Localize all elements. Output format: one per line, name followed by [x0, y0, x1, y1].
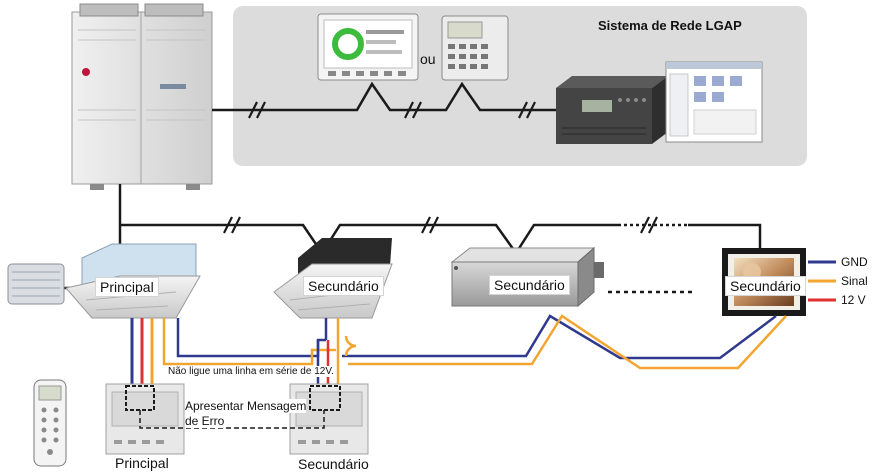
- indoor-4-label: Secundário: [725, 276, 806, 296]
- warning-note: Não ligue uma linha em série de 12V.: [167, 366, 335, 377]
- line-break-marks: [223, 101, 658, 234]
- outdoor-unit: [71, 3, 213, 190]
- wired-remote-box: [7, 263, 65, 305]
- error-message-link: [139, 410, 325, 429]
- error-note-line1: Apresentar Mensagem: [185, 399, 307, 413]
- or-label: ou: [420, 51, 436, 67]
- indoor-2-label: Secundário: [303, 276, 384, 296]
- network-title: Sistema de Rede LGAP: [598, 18, 742, 33]
- monitor-screen: [665, 61, 763, 143]
- wall-controller-principal: [105, 383, 185, 455]
- indoor-duct-secundario-2: [450, 246, 604, 308]
- error-note-line2: de Erro: [185, 414, 225, 428]
- lgap-gateway-device: [556, 76, 668, 144]
- touch-screen-controller: [317, 13, 419, 81]
- indoor-1-label: Principal: [95, 277, 159, 297]
- keypad-central-controller: [441, 15, 509, 81]
- legend-gnd-label: GND: [841, 255, 868, 269]
- controller-main-label: Principal: [115, 455, 169, 471]
- wall-controller-secundario: [289, 383, 369, 455]
- controller-wires: [130, 318, 154, 384]
- legend-signal-label: Sinal: [841, 274, 868, 288]
- controller-sub-label: Secundário: [298, 456, 369, 472]
- legend-12v-label: 12 V: [841, 293, 866, 307]
- indoor-3-label: Secundário: [489, 275, 570, 295]
- wireless-remote: [33, 379, 67, 467]
